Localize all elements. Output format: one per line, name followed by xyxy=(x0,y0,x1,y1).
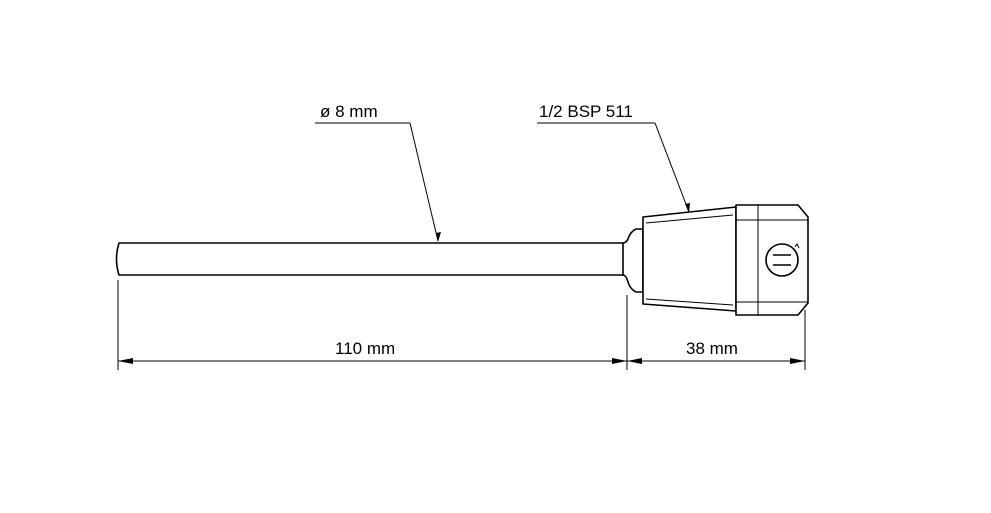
head-dimension xyxy=(627,358,805,364)
diameter-label: ø 8 mm xyxy=(320,102,378,121)
screw-icon xyxy=(765,243,800,277)
probe-rod xyxy=(115,242,629,276)
head-length-label: 38 mm xyxy=(686,339,738,358)
rod-dimension xyxy=(118,358,627,364)
diameter-leader xyxy=(315,122,441,242)
collar xyxy=(622,228,644,293)
thread-label: 1/2 BSP 511 xyxy=(539,102,633,121)
rod-length-label: 110 mm xyxy=(335,339,395,358)
thread-leader xyxy=(537,122,690,213)
thread-body xyxy=(642,206,737,312)
